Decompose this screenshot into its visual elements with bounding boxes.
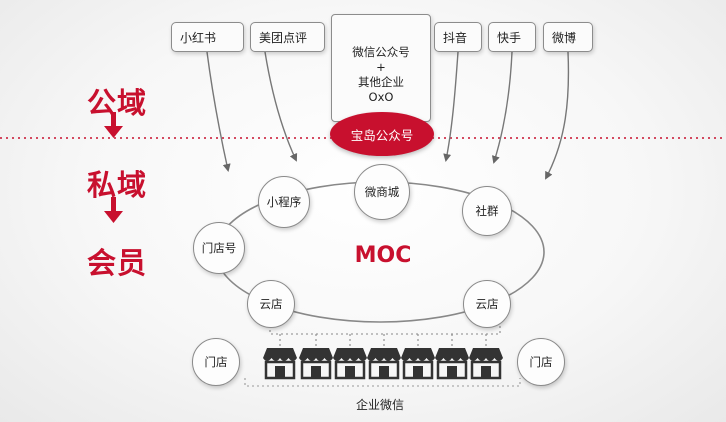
arrow-xiaohongshu [206, 51, 231, 172]
store-icon [263, 348, 297, 380]
store-icon [401, 348, 435, 380]
source-weibo-label: 微博 [552, 30, 577, 45]
node-cloud-store-left: 云店 [247, 280, 295, 328]
label-member: 会员 [86, 246, 147, 280]
source-douyin-label: 抖音 [443, 30, 468, 45]
enterprise-wechat-bracket [244, 378, 521, 387]
hub-label: 宝岛公众号 [350, 127, 414, 143]
down-arrow-1 [104, 112, 123, 138]
arrow-weibo [545, 51, 570, 180]
label-private-domain: 私域 [86, 168, 147, 202]
hub-official-account: 宝岛公众号 [330, 112, 434, 156]
storefront-icons [263, 348, 503, 380]
arrow-douyin [443, 51, 459, 162]
store-icon [333, 348, 367, 380]
node-store-left-label: 门店 [204, 355, 228, 369]
node-store-code: 门店号 [193, 222, 245, 274]
source-meituan-label: 美团点评 [259, 30, 308, 45]
source-meituan: 美团点评 [250, 22, 325, 52]
source-kuaishou: 快手 [488, 22, 536, 52]
node-cloud-store-right-label: 云店 [475, 297, 499, 311]
store-icon [367, 348, 401, 380]
node-mini-program-label: 小程序 [266, 195, 302, 209]
node-store-right: 门店 [517, 338, 565, 386]
down-arrow-2 [104, 197, 123, 223]
source-xiaohongshu: 小红书 [171, 22, 244, 52]
source-kuaishou-label: 快手 [497, 30, 522, 45]
node-store-right-label: 门店 [529, 355, 553, 369]
label-public-domain: 公域 [86, 86, 147, 120]
source-wechat-group: 微信公众号 + 其他企业 OxO [331, 14, 431, 122]
node-mall-label: 微商城 [364, 185, 400, 199]
enterprise-wechat-label: 企业微信 [355, 398, 404, 412]
source-xiaohongshu-label: 小红书 [180, 30, 217, 45]
node-mall: 微商城 [354, 164, 410, 220]
node-store-left: 门店 [192, 338, 240, 386]
node-cloud-store-right: 云店 [463, 280, 511, 328]
store-icon [435, 348, 469, 380]
node-cloud-store-left-label: 云店 [259, 297, 283, 311]
moc-center-label: MOC [354, 243, 412, 268]
wechat-group-line3: OxO [368, 90, 394, 104]
wechat-group-plus: + [376, 60, 386, 74]
wechat-group-line2: 其他企业 [358, 75, 404, 89]
store-connectors [269, 320, 501, 348]
source-weibo: 微博 [543, 22, 593, 52]
node-community-label: 社群 [475, 204, 499, 218]
arrow-kuaishou [491, 51, 513, 164]
node-community: 社群 [462, 186, 512, 236]
store-icon [299, 348, 333, 380]
wechat-group-line1: 微信公众号 [352, 45, 410, 59]
node-store-code-label: 门店号 [201, 241, 237, 255]
node-mini-program: 小程序 [258, 176, 310, 228]
store-icon [469, 348, 503, 380]
arrow-meituan [264, 51, 298, 162]
source-douyin: 抖音 [434, 22, 482, 52]
